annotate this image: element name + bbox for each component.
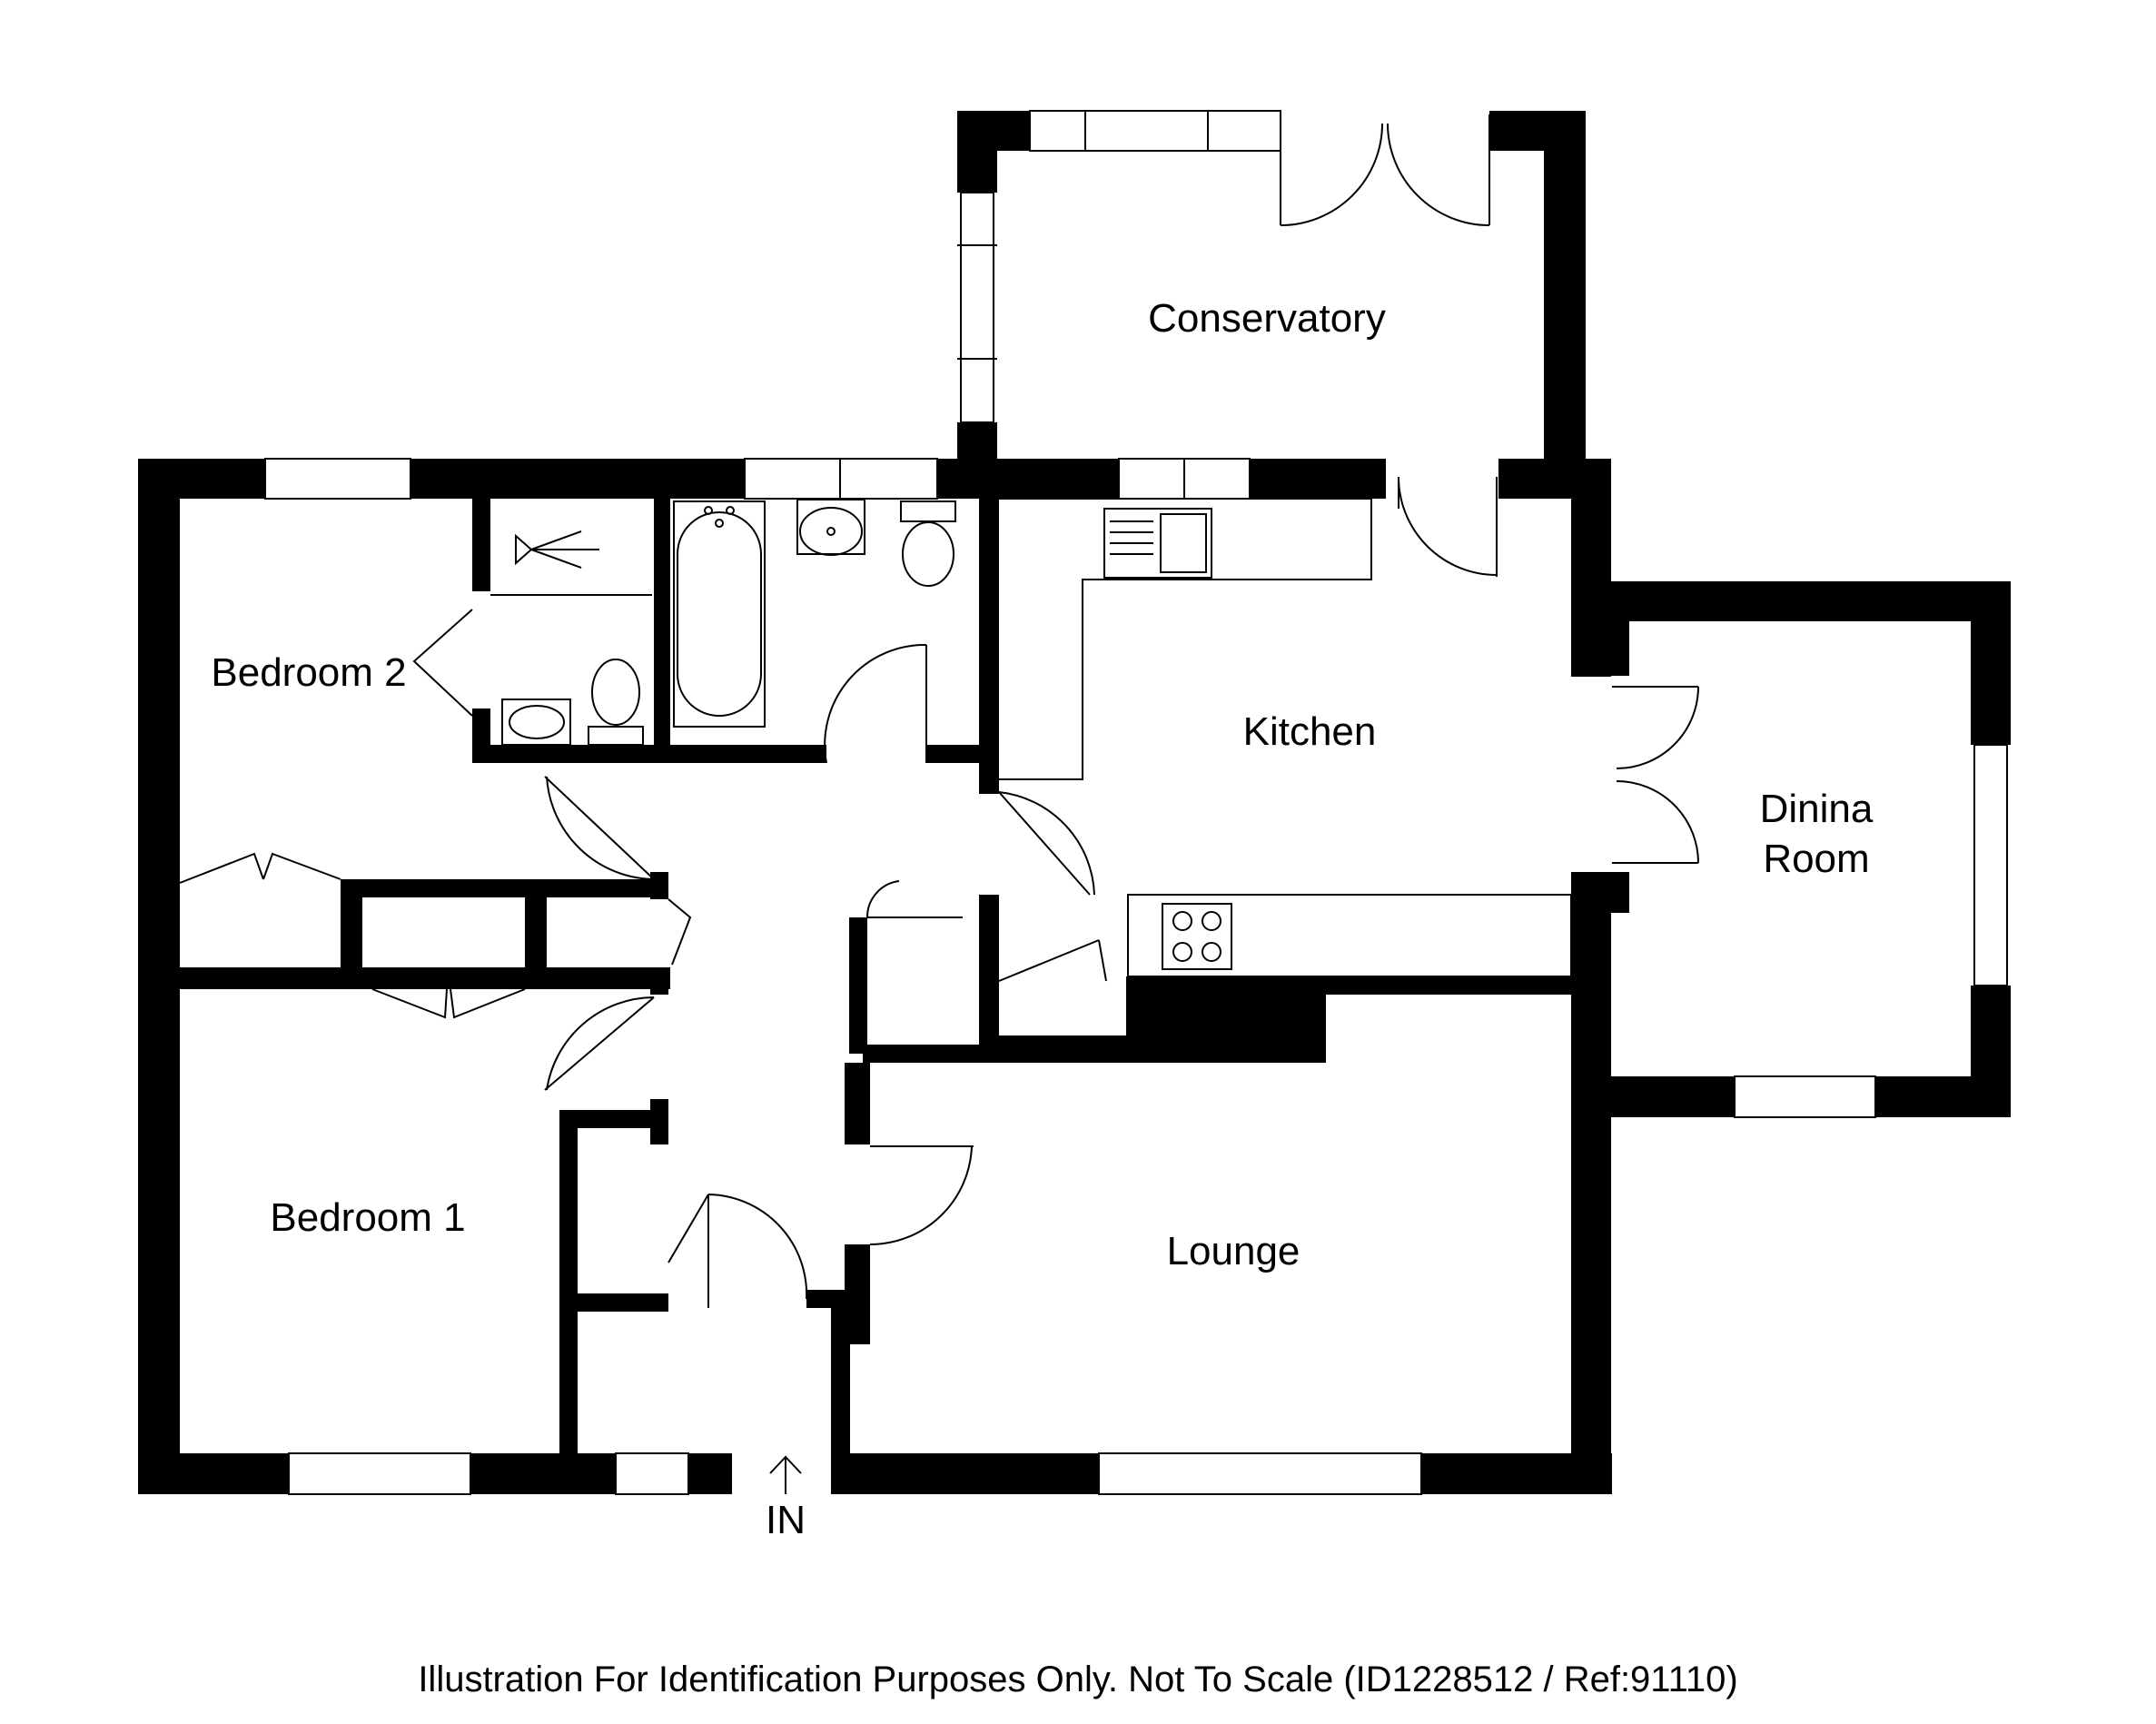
outer-walls [138,459,1612,1495]
label-dining-line2: Room [1763,837,1869,881]
label-bedroom-2: Bedroom 2 [211,650,406,695]
dining-walls [1611,581,2011,1118]
entrance-arrow-icon [769,1455,802,1494]
kitchen-back-door [1398,476,1498,577]
conservatory-walls [957,110,1586,461]
interior-doors [179,643,1107,1308]
top-walls [138,458,1611,677]
label-kitchen: Kitchen [1243,709,1377,754]
label-entrance: IN [766,1498,806,1542]
hob-fixture [1162,903,1232,970]
kitchen-worktops [999,498,1572,977]
sink-fixture [1103,508,1212,579]
label-bedroom-1: Bedroom 1 [270,1195,465,1240]
disclaimer-caption: Illustration For Identification Purposes… [418,1660,1737,1699]
label-lounge: Lounge [1167,1229,1301,1273]
dining-double-doors [1612,686,1699,864]
label-dining-line1: Dinina [1760,787,1874,831]
bathroom-fixtures [673,499,956,728]
interior-walls [180,499,1571,1494]
ensuite-fixtures [412,530,652,746]
label-conservatory: Conservatory [1148,296,1386,341]
conservatory-french-doors [1280,114,1490,226]
